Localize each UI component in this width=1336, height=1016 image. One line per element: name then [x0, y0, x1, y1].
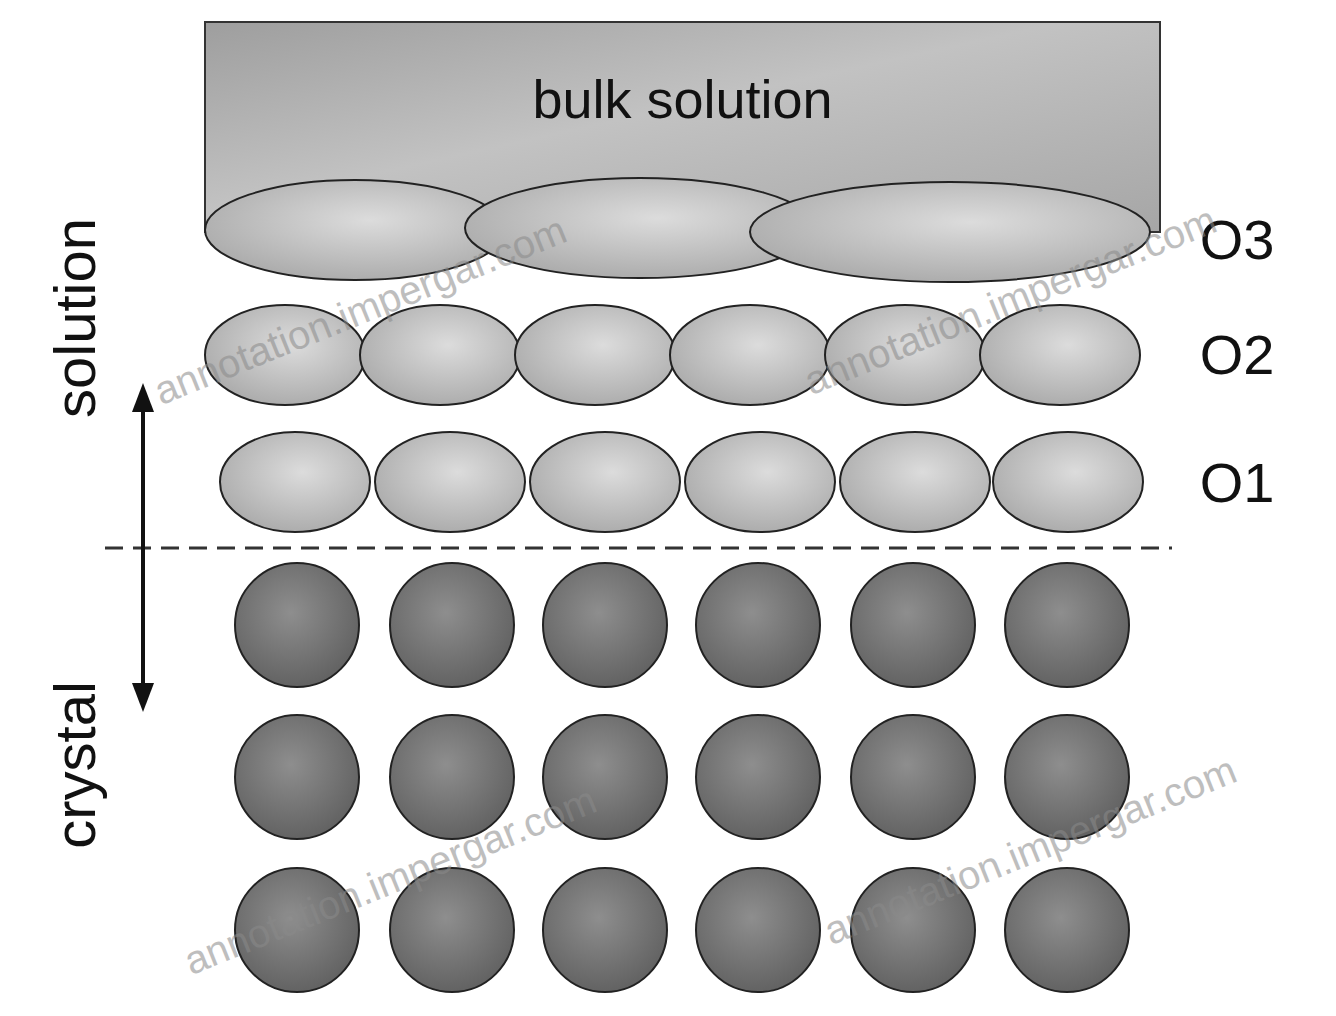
o1-layer	[220, 432, 1143, 532]
region-label: solution	[46, 218, 104, 418]
interface-line	[105, 547, 1172, 550]
crystal-lattice	[235, 563, 1129, 992]
watermark: annotation.impergar.com	[818, 749, 1241, 951]
bulk-solution-box: bulk solution	[205, 22, 1160, 232]
watermark: annotation.impergar.com	[798, 199, 1221, 401]
watermark: annotation.impergar.com	[148, 209, 571, 411]
watermark: annotation.impergar.com	[178, 779, 601, 981]
layer-label: O1	[1200, 455, 1275, 511]
o3-layer	[205, 178, 1150, 282]
box-label: bulk solution	[205, 67, 1160, 132]
direction-arrow	[132, 383, 154, 712]
layer-label: O2	[1200, 327, 1275, 383]
region-label: crystal	[46, 681, 104, 849]
